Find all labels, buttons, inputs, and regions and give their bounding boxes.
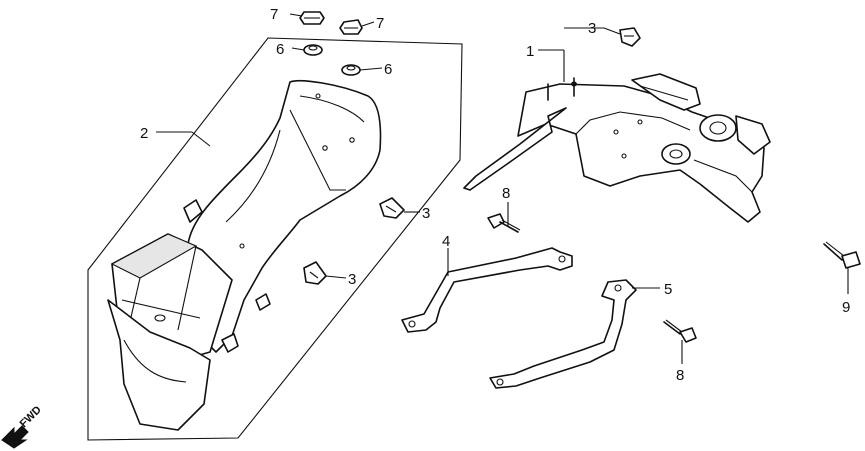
leader-lines bbox=[156, 13, 849, 364]
rear-inner-fender-part bbox=[107, 79, 382, 431]
side-stay-part bbox=[489, 279, 637, 389]
callout-4: 4 bbox=[442, 233, 450, 250]
clip-nut-part-b bbox=[303, 261, 327, 285]
grommet-part-b bbox=[341, 64, 361, 76]
forward-label: FWD bbox=[18, 404, 44, 430]
callout-3-c: 3 bbox=[588, 20, 596, 37]
callout-2: 2 bbox=[140, 125, 148, 142]
callout-7-a: 7 bbox=[270, 6, 278, 23]
forward-arrow-icon bbox=[1, 425, 29, 449]
clip-nut-part-a bbox=[379, 197, 405, 219]
callout-3-b: 3 bbox=[348, 271, 356, 288]
nut-part-a bbox=[299, 11, 325, 25]
assembly-group-outline bbox=[87, 37, 463, 441]
grommet-part-a bbox=[303, 44, 323, 56]
rear-stay-part bbox=[401, 247, 573, 333]
callout-7-b: 7 bbox=[376, 15, 384, 32]
callout-6-b: 6 bbox=[384, 61, 392, 78]
clip-nut-part-c bbox=[619, 27, 641, 47]
bolt-part-b bbox=[663, 319, 697, 343]
callout-8-b: 8 bbox=[676, 367, 684, 384]
callout-labels: 7 7 6 6 2 3 3 1 3 8 4 5 8 9 bbox=[140, 6, 850, 384]
bolt-part-c bbox=[823, 241, 861, 269]
forward-direction-marker: FWD bbox=[1, 404, 44, 449]
rear-fender-bracket-part bbox=[463, 73, 771, 223]
callout-9: 9 bbox=[842, 299, 850, 316]
callout-3-a: 3 bbox=[422, 205, 430, 222]
callout-6-a: 6 bbox=[276, 41, 284, 58]
callout-1: 1 bbox=[526, 43, 534, 60]
callout-8-a: 8 bbox=[502, 185, 510, 202]
bolt-part-a bbox=[487, 213, 521, 233]
callout-5: 5 bbox=[664, 281, 672, 298]
nut-part-b bbox=[339, 19, 363, 35]
